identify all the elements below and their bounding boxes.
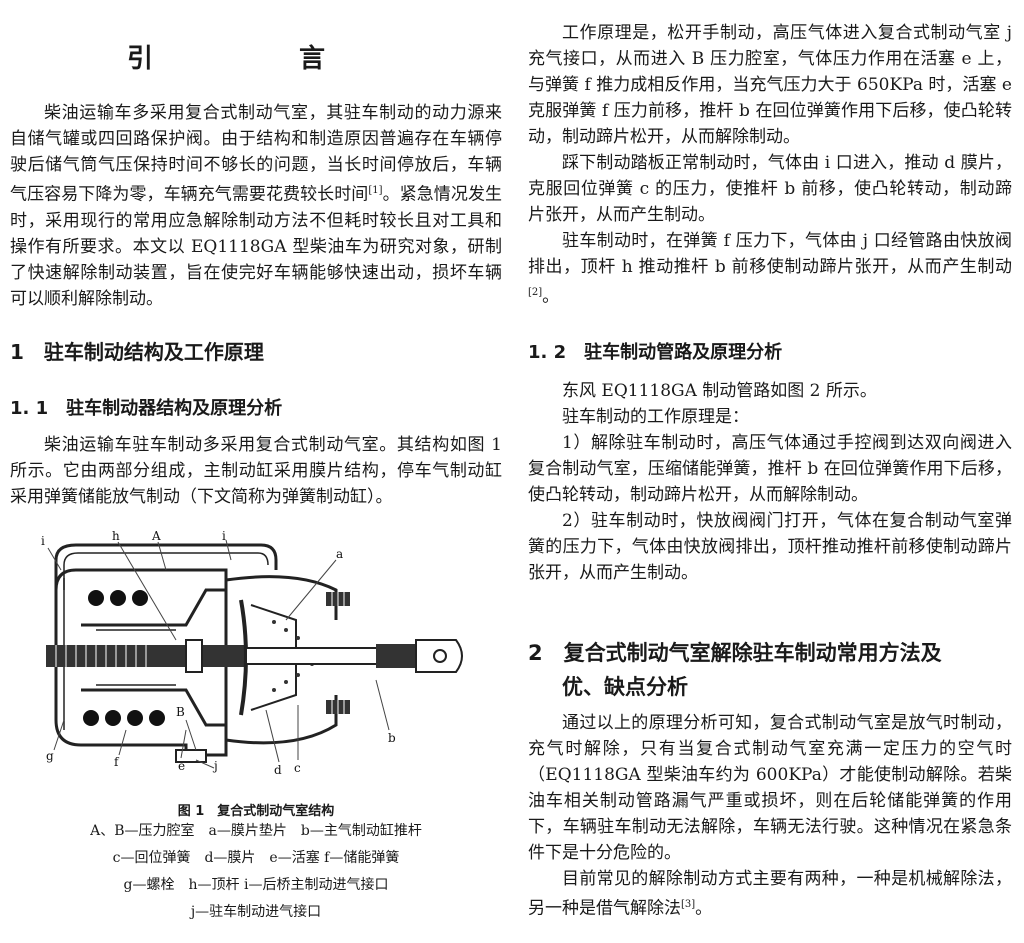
section-1-2-body: 东风 EQ1118GA 制动管路如图 2 所示。 驻车制动的工作原理是： 1）解… (528, 378, 1012, 586)
legend-line: j—驻车制动进气接口 (190, 904, 322, 920)
section-1-1-title: 1. 1 驻车制动器结构及原理分析 (10, 398, 283, 419)
legend-line: c—回位弹簧 d—膜片 e—活塞 f—储能弹簧 (112, 850, 400, 866)
label-e: e (178, 759, 185, 773)
section-2-paragraph-1: 通过以上的原理分析可知，复合式制动气室是放气时制动，充气时解除，只有当复合式制动… (528, 713, 1012, 863)
clevis-hole (433, 649, 447, 663)
section-1-2-title: 1. 2 驻车制动管路及原理分析 (528, 342, 783, 363)
label-h: h (112, 530, 120, 543)
stud-threads (331, 592, 345, 714)
section-2-title: 2 复合式制动气室解除驻车制动常用方法及 优、缺点分析 (528, 641, 942, 699)
label-d: d (274, 763, 282, 777)
rod-thread (376, 644, 416, 668)
leader-lines (47, 539, 390, 769)
legend-line: g—螺栓 h—顶杆 i—后桥主制动进气接口 (123, 877, 389, 893)
label-B: B (176, 705, 185, 719)
label-f: f (114, 755, 120, 769)
intro-title: 引 言 (126, 44, 385, 74)
label-j: j (212, 759, 218, 773)
label-c: c (294, 761, 301, 775)
legend-line: A、B—压力腔室 a—膜片垫片 b—主气制动缸推杆 (90, 823, 422, 839)
citation-2: [2] (528, 287, 543, 298)
air-pipe (54, 543, 278, 590)
section-1-2-intro: 东风 EQ1118GA 制动管路如图 2 所示。 (562, 381, 877, 401)
label-b: b (388, 731, 396, 745)
parking-brake-paragraph: 驻车制动时，在弹簧 f 压力下，气体由 j 口经管路由快放阀排出，顶杆 h 推动… (528, 231, 1012, 307)
figure-1-diagram: i h A i a B j g f e d c b (41, 530, 463, 777)
service-brake-paragraph: 踩下制动踏板正常制动时，气体由 i 口进入，推动 d 膜片，克服回位弹簧 c 的… (528, 153, 1012, 225)
label-i-left: i (41, 534, 45, 548)
section-1-2-item-2: 2）驻车制动时，快放阀阀门打开，气体在复合制动气室弹簧的压力下，气体由快放阀排出… (528, 511, 1012, 583)
section-1-2-principle: 驻车制动的工作原理是： (562, 407, 749, 427)
section-1-2-item-1: 1）解除驻车制动时，高压气体通过手控阀到达双向阀进入复合制动气室，压缩储能弹簧，… (528, 433, 1012, 505)
label-g: g (46, 749, 54, 763)
section-1-1-paragraph: 柴油运输车驻车制动多采用复合式制动气室。其结构如图 1 所示。它由两部分组成，主… (10, 435, 502, 507)
label-a: a (336, 547, 343, 561)
label-i-top: i (222, 530, 226, 543)
citation-3: [3] (681, 899, 696, 910)
bolt-threads (55, 645, 147, 667)
intro-body: 柴油运输车多采用复合式制动气室，其驻车制动的动力源来自储气罐或四回路保护阀。由于… (10, 100, 502, 312)
section-2-paragraph-2: 目前常见的解除制动方式主要有两种，一种是机械解除法，另一种是借气解除法[3]。 (528, 869, 1012, 919)
working-principle-paragraph: 工作原理是，松开手制动，高压气体进入复合式制动气室 j 充气接口，从而进入 B … (528, 23, 1012, 147)
main-chamber-housing (225, 575, 338, 745)
energy-spring-top (88, 590, 148, 606)
intro-paragraph: 柴油运输车多采用复合式制动气室，其驻车制动的动力源来自储气罐或四回路保护阀。由于… (10, 103, 503, 309)
section-2-body: 通过以上的原理分析可知，复合式制动气室是放气时制动，充气时解除，只有当复合式制动… (528, 710, 1012, 922)
nut (185, 639, 203, 673)
air-pipe-inner (63, 552, 269, 590)
figure-1-legend: A、B—压力腔室 a—膜片垫片 b—主气制动缸推杆 c—回位弹簧 d—膜片 e—… (10, 818, 502, 926)
section-1-title: 1 驻车制动结构及工作原理 (10, 340, 264, 364)
right-column-top: 工作原理是，松开手制动，高压气体进入复合式制动气室 j 充气接口，从而进入 B … (528, 20, 1012, 310)
label-A: A (151, 530, 161, 543)
piston-ribs (96, 629, 176, 686)
citation-1: [1] (368, 185, 383, 196)
push-rod (245, 647, 397, 665)
figure-1-caption: 图 1 复合式制动气室结构 (177, 804, 335, 819)
parking-port (175, 749, 207, 763)
clevis (415, 639, 463, 673)
section-1-1-body: 柴油运输车驻车制动多采用复合式制动气室。其结构如图 1 所示。它由两部分组成，主… (10, 432, 502, 510)
energy-spring-bottom (83, 710, 165, 726)
